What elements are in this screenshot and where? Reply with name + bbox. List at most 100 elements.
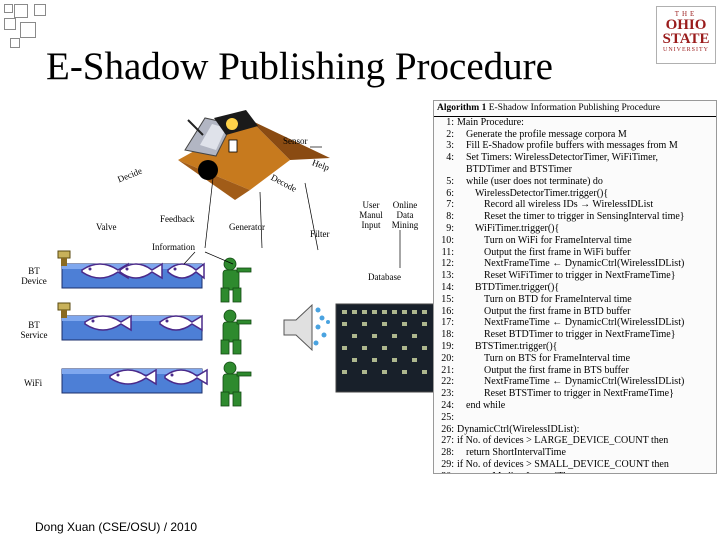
- algorithm-line: 18:Reset BTDTimer to trigger in NextFram…: [434, 329, 716, 341]
- osu-logo: THE OHIO STATE UNIVERSITY: [656, 6, 716, 64]
- valve-icon: [57, 250, 71, 318]
- line-number: 3:: [446, 140, 454, 152]
- line-number: 9:: [446, 222, 454, 234]
- line-number: 7:: [446, 199, 454, 211]
- line-number: 30:: [434, 471, 457, 473]
- algorithm-line: 26:DynamicCtrl(WirelessIDList):: [434, 424, 716, 436]
- algorithm-lines: 1:Main Procedure:2:Generate the profile …: [434, 117, 716, 473]
- logo-line-the: THE: [674, 10, 698, 18]
- line-number: 6:: [446, 187, 454, 199]
- line-number: 21:: [441, 364, 454, 376]
- algorithm-line: 14: BTDTimer.trigger(){: [434, 282, 716, 294]
- algorithm-line: 8: Reset the timer to trigger in SensingI…: [434, 211, 716, 223]
- line-number: 14:: [441, 281, 454, 293]
- line-text: Turn on BTS for FrameInterval time: [484, 352, 631, 364]
- decoration-square: [10, 38, 20, 48]
- line-text: BTDTimer and BTSTimer: [466, 163, 572, 175]
- line-text: BTSTimer.trigger(){: [475, 340, 558, 352]
- soldier-icon: [220, 257, 252, 407]
- line-text: NextFrameTime ← DynamicCtrl(WirelessIDLi…: [484, 376, 685, 388]
- line-text: WirelessDetectorTimer.trigger(){: [475, 187, 609, 199]
- algorithm-line: 20: Turn on BTS for FrameInterval time: [434, 353, 716, 365]
- label-wifi: WiFi: [24, 378, 43, 388]
- label-sensor: Sensor: [283, 136, 308, 146]
- label-input: Input: [361, 220, 381, 230]
- line-text: if No. of devices > LARGE_DEVICE_COUNT t…: [457, 435, 669, 447]
- algorithm-line: 25:: [434, 412, 716, 424]
- algorithm-line: 21: Output the first frame in BTS buffer: [434, 365, 716, 377]
- line-text: Reset the timer to trigger in SensingInt…: [484, 211, 685, 223]
- logo-line-university: UNIVERSITY: [663, 47, 709, 53]
- speaker-icon: [283, 303, 330, 352]
- decoration-square: [34, 4, 46, 16]
- label-bt-device: BT Device: [20, 266, 48, 286]
- line-text: BTDTimer.trigger(){: [475, 281, 560, 293]
- decoration-square: [4, 18, 16, 30]
- algorithm-line: 24: end while: [434, 400, 716, 412]
- algorithm-line: 13:Reset WiFiTimer to trigger in NextFra…: [434, 270, 716, 282]
- line-text: Turn on WiFi for FrameInterval time: [484, 234, 632, 246]
- line-text: WiFiTimer.trigger(){: [475, 222, 560, 234]
- slide-footer: Dong Xuan (CSE/OSU) / 2010: [35, 520, 198, 534]
- line-text: DynamicCtrl(WirelessIDList):: [457, 423, 580, 435]
- algorithm-line: 10: Turn on WiFi for FrameInterval time: [434, 235, 716, 247]
- label-feedback: Feedback: [160, 214, 195, 224]
- line-text: Reset BTDTimer to trigger in NextFrameTi…: [484, 329, 676, 341]
- label-online: Online: [392, 200, 418, 210]
- line-number: 15:: [441, 293, 454, 305]
- algorithm-line: 9: WiFiTimer.trigger(){: [434, 223, 716, 235]
- algorithm-line: 23: Reset BTSTimer to trigger in NextFram…: [434, 388, 716, 400]
- algorithm-line: 29:if No. of devices > SMALL_DEVICE_COUN…: [434, 459, 716, 471]
- line-number: 20:: [441, 352, 454, 364]
- algorithm-line: 6: WirelessDetectorTimer.trigger(){: [434, 188, 716, 200]
- label-bt: BT: [28, 320, 40, 330]
- line-number: 13:: [441, 270, 454, 282]
- label-generator: Generator: [229, 222, 265, 232]
- line-text: Main Procedure:: [457, 116, 524, 128]
- algorithm-line: 3:Fill E-Shadow profile buffers with mes…: [434, 140, 716, 152]
- line-number: 17:: [441, 317, 454, 329]
- label-data: Data: [396, 210, 414, 220]
- algorithm-line: 27:if No. of devices > LARGE_DEVICE_COUN…: [434, 435, 716, 447]
- algorithm-line: 30:return MediumIntervalTime: [434, 471, 716, 473]
- algorithm-line: 12:NextFrameTime ← DynamicCtrl(WirelessI…: [434, 258, 716, 270]
- decoration-square: [14, 4, 28, 18]
- logo-line-state: STATE: [662, 31, 710, 47]
- line-text: NextFrameTime ← DynamicCtrl(WirelessIDLi…: [484, 317, 685, 329]
- line-number: 12:: [441, 258, 454, 270]
- algorithm-title: E-Shadow Information Publishing Procedur…: [486, 103, 660, 113]
- line-text: return ShortIntervalTime: [466, 447, 566, 459]
- algorithm-line: BTDTimer and BTSTimer: [434, 164, 716, 176]
- label-bt: BT: [28, 266, 40, 276]
- label-user-manual-input: User Manul Input: [354, 200, 388, 230]
- algorithm-line: 11:Output the first frame in WiFi buffer: [434, 247, 716, 259]
- algorithm-line: 1:Main Procedure:: [434, 117, 716, 129]
- slide-title: E-Shadow Publishing Procedure: [46, 45, 553, 88]
- line-number: 4:: [446, 152, 454, 164]
- line-number: 8:: [446, 211, 454, 223]
- line-number: 11:: [441, 246, 454, 258]
- algorithm-line: 16:Output the first frame in BTD buffer: [434, 306, 716, 318]
- line-text: Output the first frame in BTS buffer: [484, 364, 629, 376]
- algorithm-header: Algorithm 1 E-Shadow Information Publish…: [434, 101, 716, 117]
- line-number: 23:: [441, 388, 454, 400]
- algorithm-line: 22:NextFrameTime ← DynamicCtrl(WirelessI…: [434, 376, 716, 388]
- line-text: return MediumIntervalTime: [457, 471, 716, 473]
- algorithm-line: 15:Turn on BTD for FrameInterval time: [434, 294, 716, 306]
- algorithm-line: 2:Generate the profile message corpora M: [434, 129, 716, 141]
- label-device: Device: [21, 276, 47, 286]
- label-manul: Manul: [359, 210, 383, 220]
- algorithm-line: 5:while (user does not terminate) do: [434, 176, 716, 188]
- label-database: Database: [368, 272, 401, 282]
- line-text: end while: [466, 399, 506, 411]
- fish-icon: [81, 262, 208, 386]
- line-number: 2:: [446, 128, 454, 140]
- line-number: 24:: [441, 399, 454, 411]
- line-text: Reset BTSTimer to trigger in NextFrameTi…: [484, 388, 674, 400]
- line-text: [457, 412, 716, 424]
- algorithm-line: 4:Set Timers: WirelessDetectorTimer, WiF…: [434, 152, 716, 164]
- label-mining: Mining: [391, 220, 419, 230]
- line-number: 16:: [441, 305, 454, 317]
- line-number: 10:: [441, 234, 454, 246]
